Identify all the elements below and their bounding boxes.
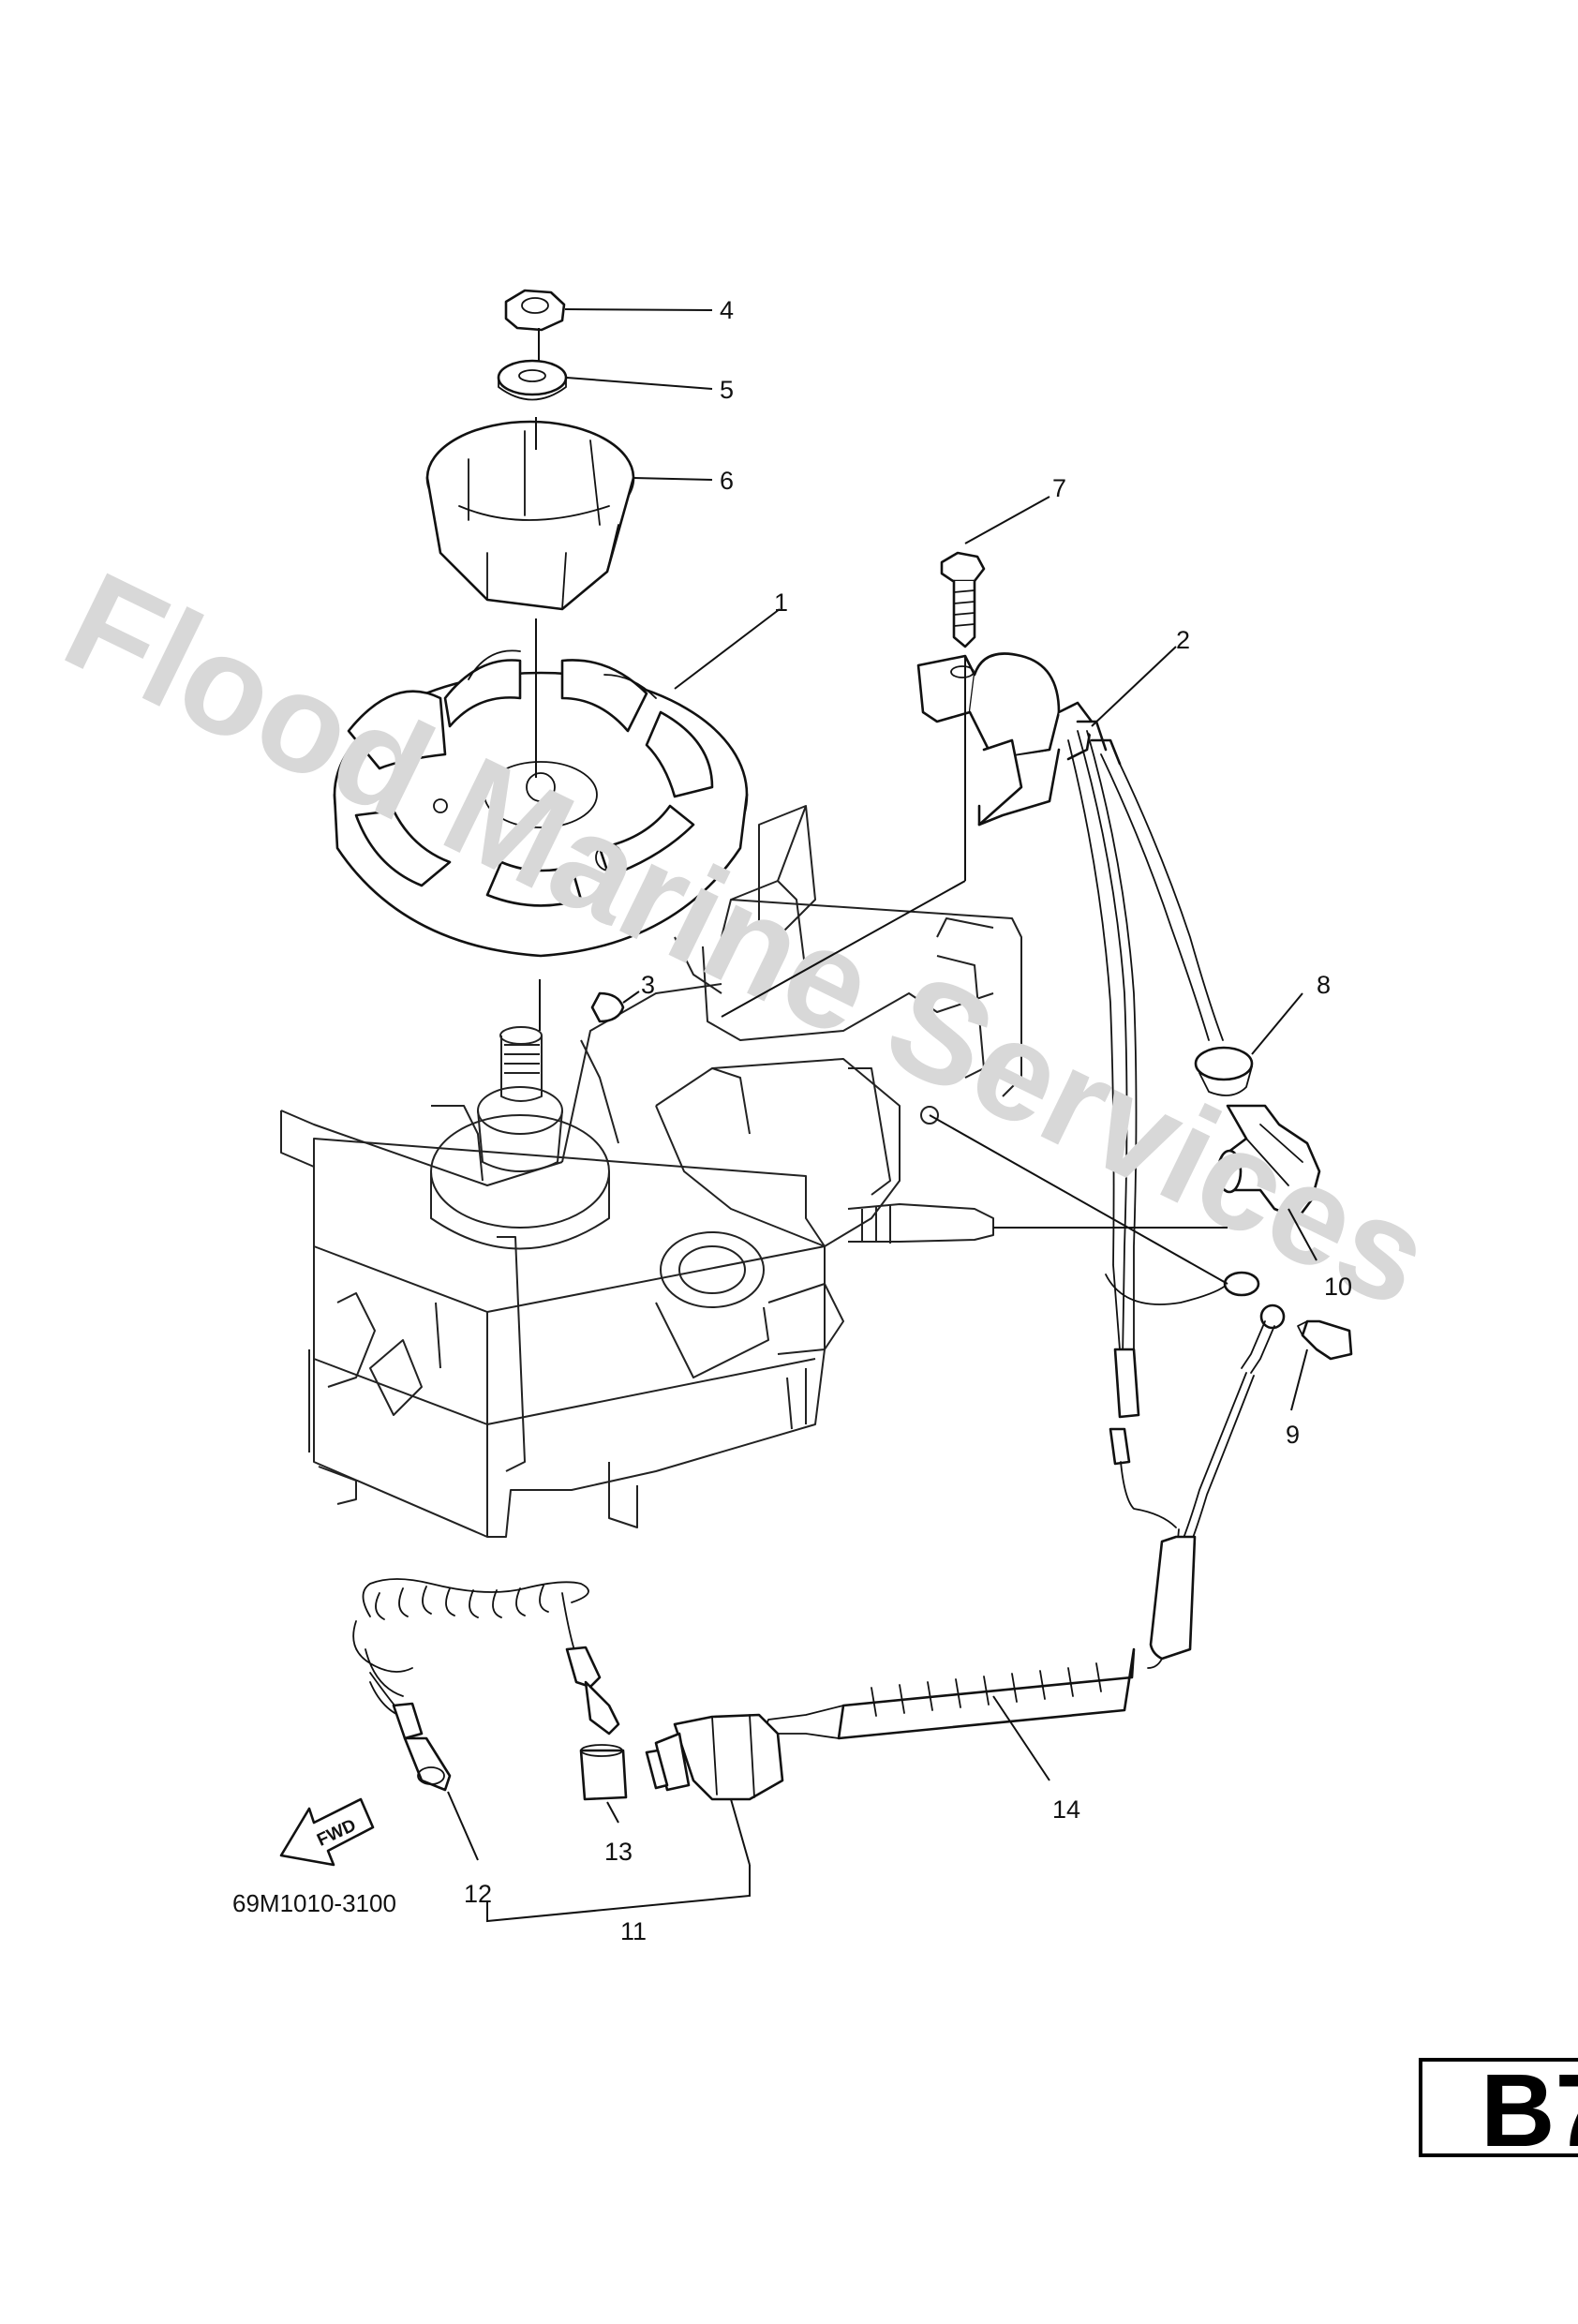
starter-pulley-part-6[interactable] [425,420,635,611]
callout-13[interactable]: 13 [604,1838,633,1866]
washer-part-5[interactable] [497,359,568,401]
fwd-arrow-icon: FWD [279,1797,375,1867]
page-badge-label: B7 [1481,2053,1578,2168]
stop-switch-part-11[interactable] [645,1713,784,1801]
nut-part-4[interactable] [504,289,566,332]
page-badge: B7 [1419,2053,1578,2168]
switch-cap-part-13[interactable] [579,1744,628,1801]
ground-lead [1175,1320,1275,1561]
callout-8[interactable]: 8 [1317,971,1331,999]
callout-labels: 1 2 3 4 5 6 7 8 9 10 11 12 13 14 [464,296,1352,1945]
engine-block [280,805,1022,1538]
callout-12[interactable]: 12 [464,1880,492,1908]
callout-14[interactable]: 14 [1052,1795,1080,1824]
diagram-part-number: 69M1010-3100 [232,1889,396,1917]
callout-2[interactable]: 2 [1176,626,1190,654]
grommet-part-8[interactable] [1194,1046,1254,1096]
key-part-3[interactable] [590,991,625,1023]
stop-switch-lead-part-14[interactable] [763,1427,1197,1740]
callout-4[interactable]: 4 [720,296,734,324]
ground-screw-part-9[interactable] [1259,1304,1353,1361]
callout-7[interactable]: 7 [1052,474,1066,502]
high-tension-cable [1100,753,1224,1041]
watermark: Flood Marine Services [43,542,1453,1337]
leader-lines [447,308,1317,1923]
callout-11[interactable]: 11 [620,1917,647,1945]
callout-10[interactable]: 10 [1324,1273,1352,1301]
callout-1[interactable]: 1 [774,588,788,617]
callout-6[interactable]: 6 [720,467,734,495]
ignition-coil-part-2[interactable] [916,652,1122,827]
bolt-part-7[interactable] [940,551,986,648]
lanyard-part-12[interactable] [352,1578,620,1792]
callout-5[interactable]: 5 [720,376,734,404]
coil-wires [1067,730,1260,1419]
spark-plug-cap-part-10[interactable] [1216,1104,1321,1220]
flywheel-part-1[interactable] [333,649,749,958]
callout-9[interactable]: 9 [1286,1421,1300,1449]
callout-3[interactable]: 3 [641,971,655,999]
